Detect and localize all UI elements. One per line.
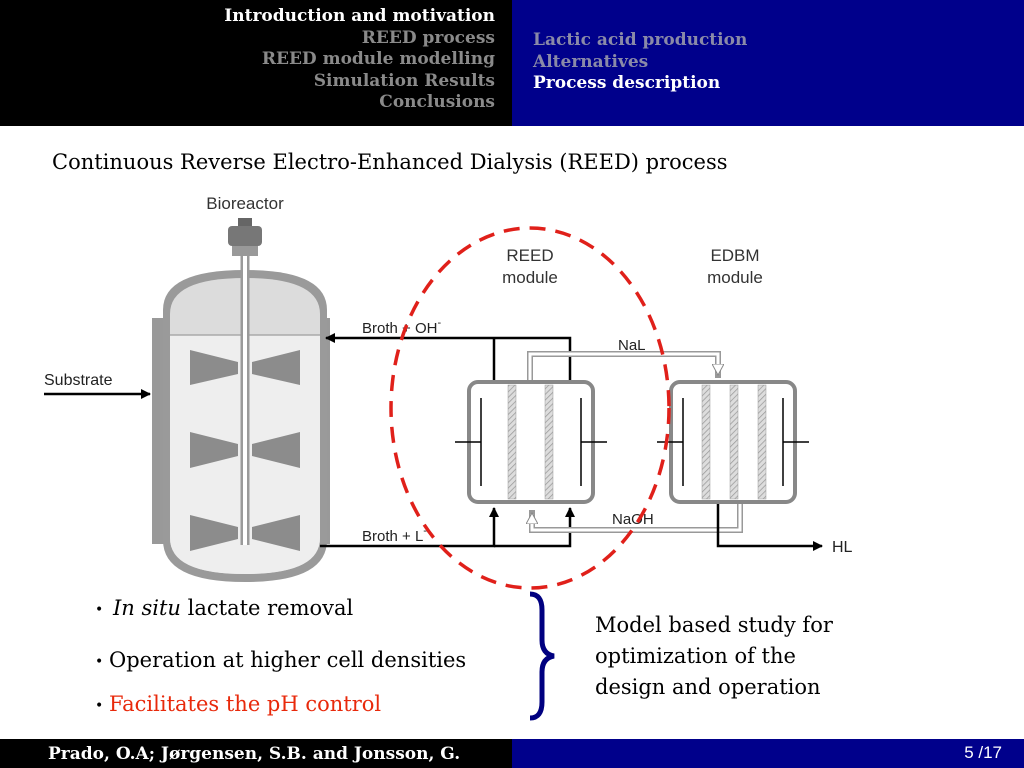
note-line-3: design and operation [595,675,821,699]
reed-module-label-2: module [502,268,558,287]
hl-output-line [716,502,823,551]
edbm-module-label-1: EDBM [710,246,759,265]
nav-section-reed-process[interactable]: REED process [361,27,495,48]
footer-page-bar: 5 /17 [512,739,1024,768]
bullet-cell-densities: • Operation at higher cell densities [95,648,466,672]
broth-oh-return-line [325,333,572,380]
note-line-2: optimization of the [595,644,796,668]
impeller-blades [190,350,300,551]
hl-label: HL [832,539,853,556]
bullet-dot: • [95,601,104,618]
nav-subsection-alternatives[interactable]: Alternatives [533,51,649,72]
edbm-module [657,380,809,504]
nav-section-simulation-results[interactable]: Simulation Results [313,70,495,91]
broth-l-label: Broth + L- [362,525,427,545]
reed-module-label-1: REED [506,246,553,265]
bullet-dot: • [95,697,104,714]
nav-subsection-lactic-acid[interactable]: Lactic acid production [533,30,748,50]
bullet-text: lactate removal [180,596,354,620]
nav-section-reed-modelling[interactable]: REED module modelling [261,49,495,69]
header-sections-panel: Introduction and motivation REED process… [0,0,512,126]
broth-oh-label: Broth + OH- [362,317,441,337]
nav-subsection-process-description[interactable]: Process description [533,73,721,93]
bullet-italic-text: In situ [113,596,181,620]
reed-highlight-ellipse [389,226,671,590]
nal-label: NaL [618,337,646,354]
stirrer-motor [228,218,262,545]
note-line-1: Model based study for [595,613,833,637]
edbm-module-label-2: module [707,268,763,287]
process-diagram: Bioreactor Substrate Broth + OH- Broth +… [44,194,853,590]
footer-authors-bar: Prado, O.A; Jørgensen, S.B. and Jonsson,… [0,739,512,768]
footer-authors: Prado, O.A; Jørgensen, S.B. and Jonsson,… [48,744,461,764]
nal-line [527,351,721,382]
page-number: 5 /17 [964,743,1002,762]
slide-title: Continuous Reverse Electro-Enhanced Dial… [52,150,728,174]
reed-module [455,380,607,504]
bullet-in-situ: • In situ lactate removal [95,596,353,620]
bioreactor-label: Bioreactor [206,194,284,213]
substrate-label: Substrate [44,372,113,389]
model-study-note: Model based study for optimization of th… [595,610,833,703]
nav-section-conclusions[interactable]: Conclusions [379,92,495,112]
naoh-label: NaOH [612,511,654,528]
header-subsections-panel: Lactic acid production Alternatives Proc… [512,0,1024,126]
bullet-text: Facilitates the pH control [109,692,382,716]
curly-brace [529,591,555,721]
bullet-dot: • [95,653,104,670]
bullet-text: Operation at higher cell densities [109,648,467,672]
nav-section-introduction[interactable]: Introduction and motivation [224,6,495,26]
bullet-ph-control: • Facilitates the pH control [95,692,381,716]
